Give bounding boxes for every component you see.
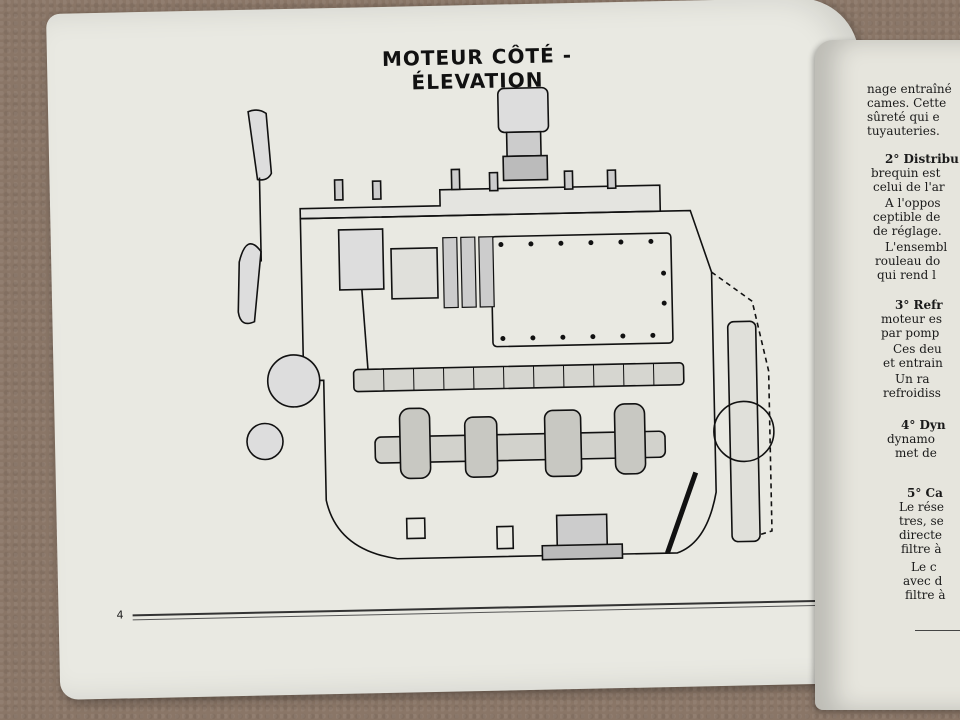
section-heading: 5° Ca bbox=[907, 486, 943, 500]
text-line: cames. Cette bbox=[867, 96, 947, 110]
page-number: 4 bbox=[116, 608, 124, 622]
text-line: par pomp bbox=[881, 326, 940, 340]
text-line: rouleau do bbox=[875, 254, 941, 268]
text-line: tres, se bbox=[899, 514, 944, 528]
text-line: filtre à bbox=[901, 542, 942, 556]
text-line: Ces deu bbox=[893, 342, 942, 356]
text-line: nage entraîné bbox=[867, 82, 952, 96]
text-line: dynamo bbox=[887, 432, 935, 446]
section-heading: 2° Distribu bbox=[885, 152, 959, 166]
footer-rule bbox=[915, 630, 960, 631]
text-line: brequin est bbox=[871, 166, 941, 180]
text-line: sûreté qui e bbox=[867, 110, 940, 124]
text-line: L'ensembl bbox=[885, 240, 948, 254]
right-page: nage entraîné cames. Cette sûreté qui e … bbox=[815, 40, 960, 710]
text-line: et entrain bbox=[883, 356, 943, 370]
left-page: MOTEUR CÔTÉ - ÉLEVATION bbox=[46, 0, 873, 700]
text-line: moteur es bbox=[881, 312, 943, 326]
text-line: met de bbox=[895, 446, 937, 460]
text-line: celui de l'ar bbox=[873, 180, 945, 194]
text-line: Le c bbox=[911, 560, 937, 574]
text-line: tuyauteries. bbox=[867, 124, 940, 138]
text-line: ceptible de bbox=[873, 210, 941, 224]
text-line: refroidiss bbox=[883, 386, 941, 400]
text-line: directe bbox=[899, 528, 943, 542]
text-line: Le rése bbox=[899, 500, 944, 514]
text-line: qui rend l bbox=[877, 268, 936, 282]
text-line: avec d bbox=[903, 574, 943, 588]
engine-cross-section-drawing bbox=[237, 86, 775, 561]
footer-rule bbox=[132, 599, 839, 616]
section-heading: 4° Dyn bbox=[901, 418, 946, 432]
text-line: de réglage. bbox=[873, 224, 942, 238]
text-line: A l'oppos bbox=[885, 196, 941, 210]
section-heading: 3° Refr bbox=[895, 298, 943, 312]
text-line: Un ra bbox=[895, 372, 930, 386]
text-line: filtre à bbox=[905, 588, 946, 602]
